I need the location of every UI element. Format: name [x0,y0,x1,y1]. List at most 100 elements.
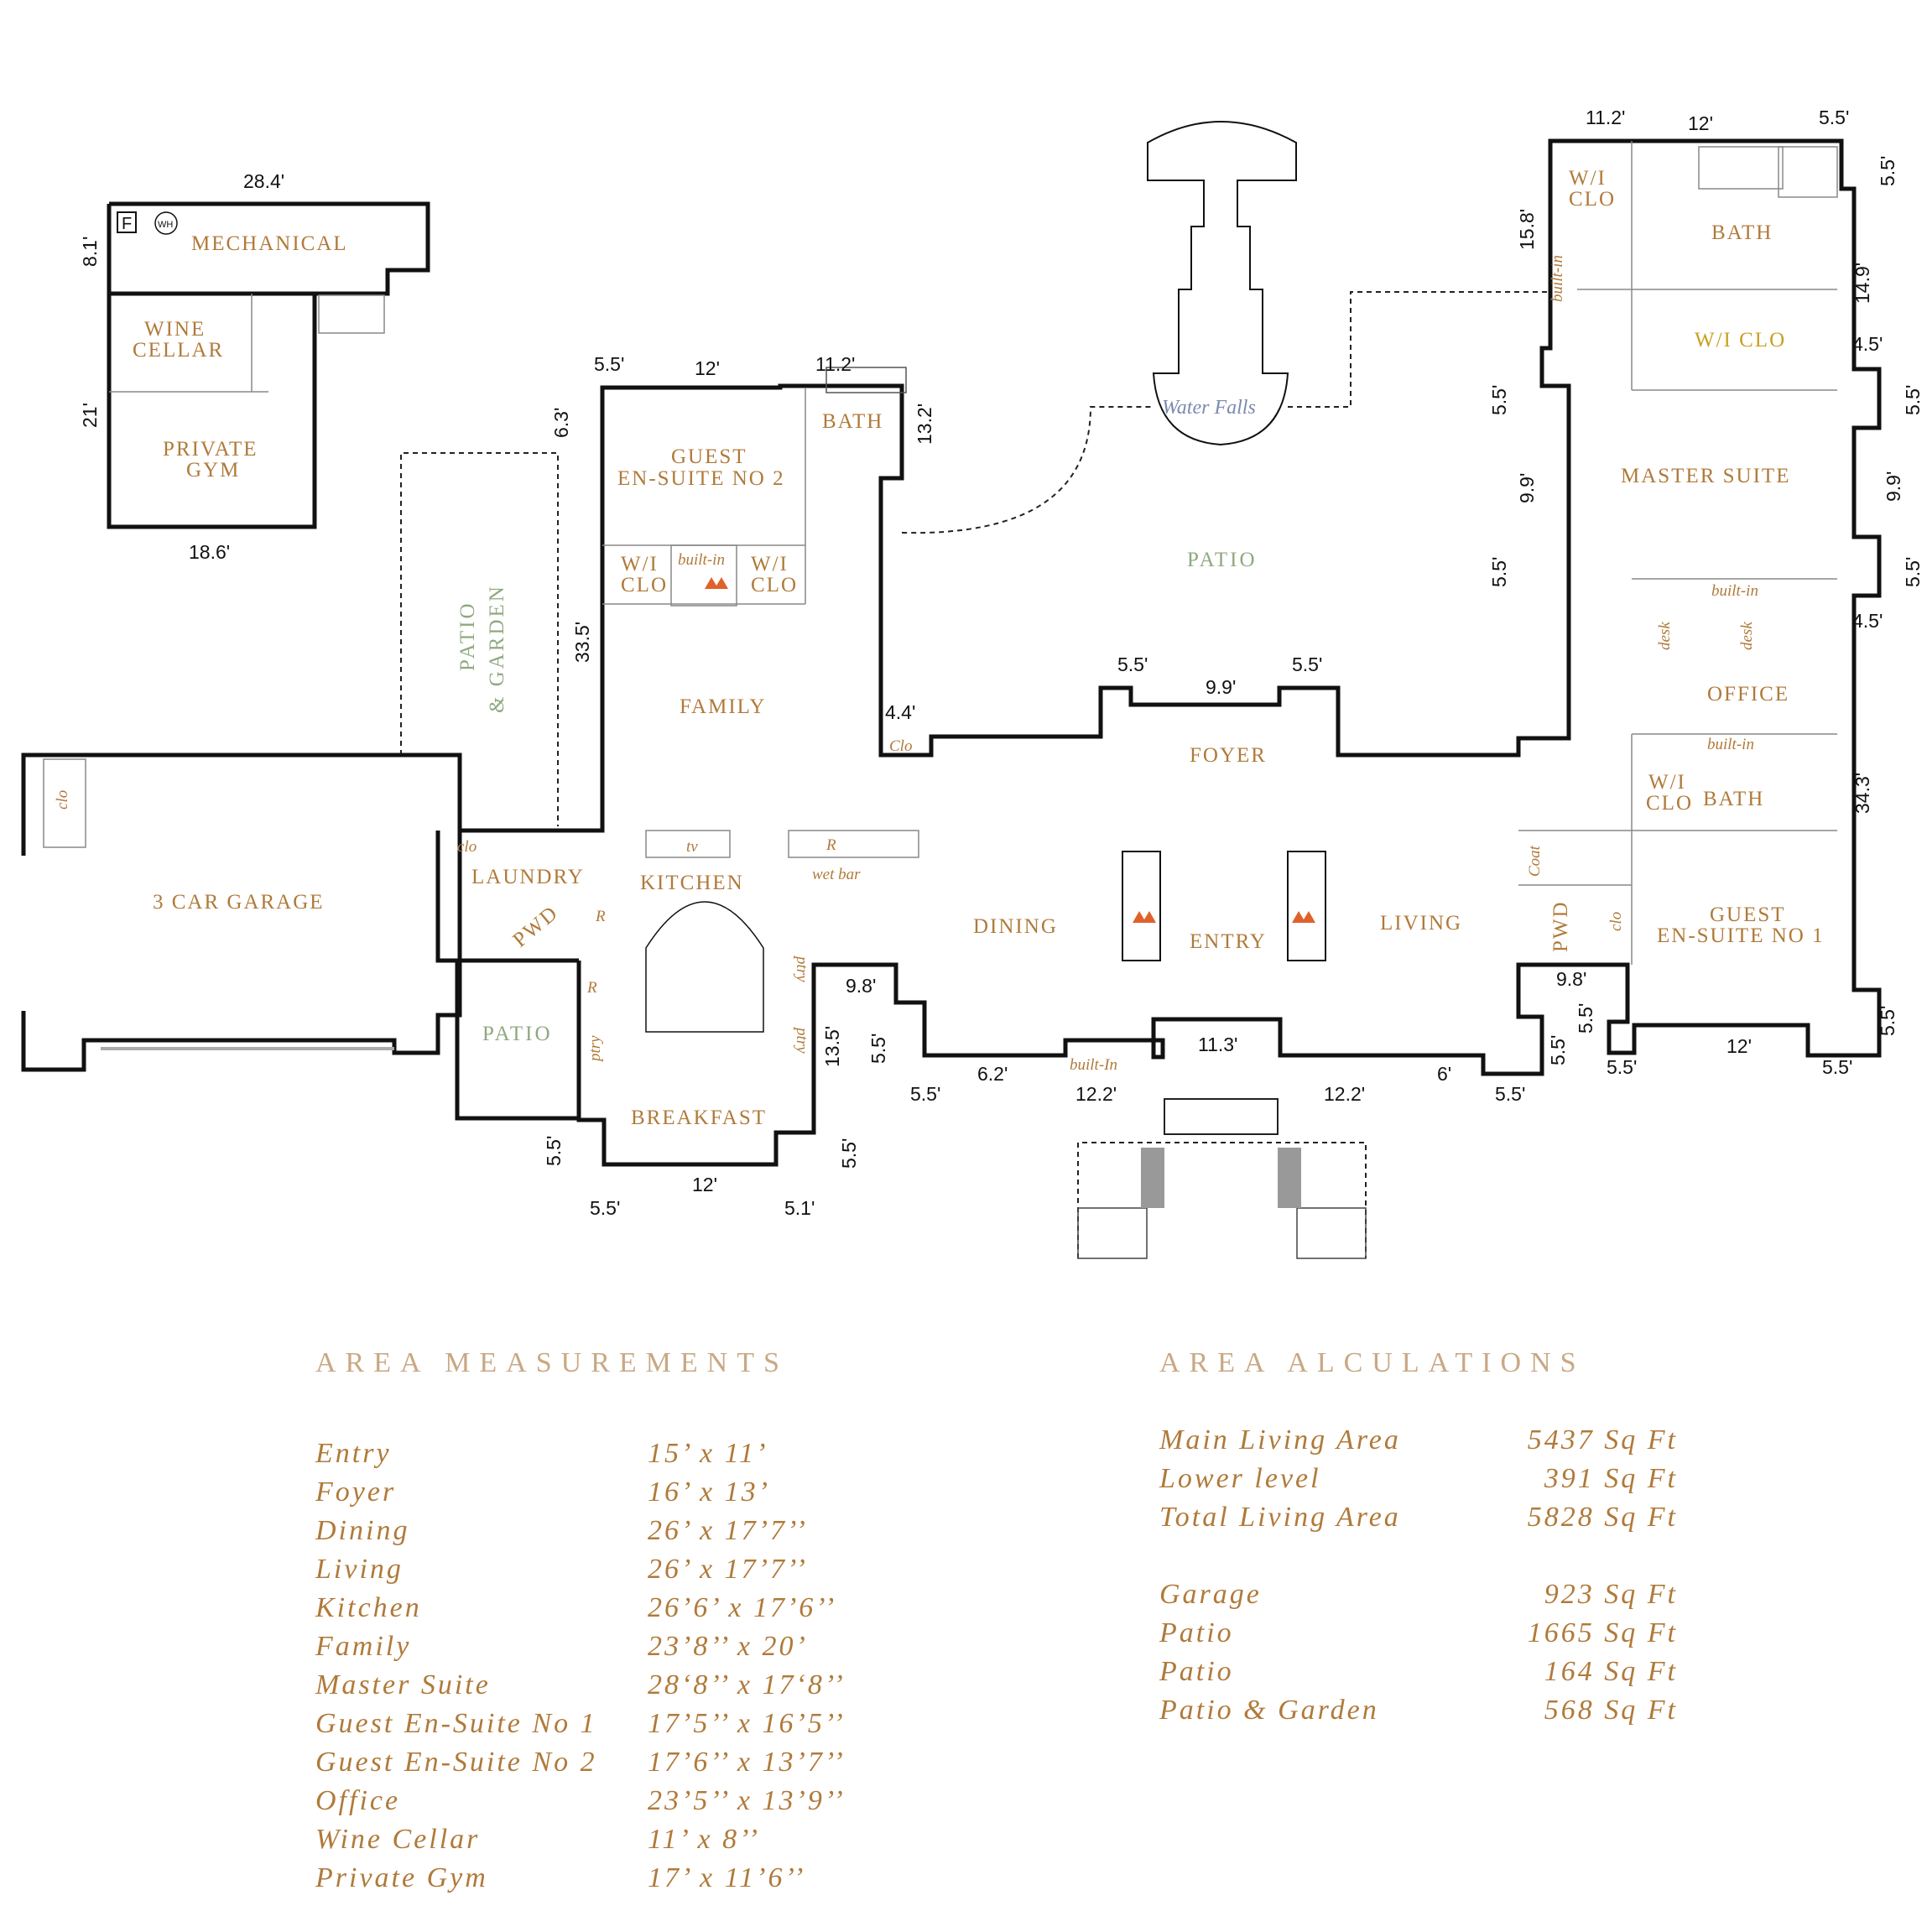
room-guest1-bath: BATH [1703,788,1764,810]
dim-5-5-foyer-right: 5.5' [1292,654,1322,675]
builtin-entry-label: built-In [1070,1056,1117,1074]
master-wi-clo-2: CLO [1569,188,1616,211]
dim-5-5-j: 5.5' [1902,557,1924,587]
room-private-gym-line2: GYM [186,459,240,482]
dim-11-2-b: 11.2' [1586,107,1625,128]
dim-33-5: 33.5' [571,622,593,663]
fridge-label-3: R [825,836,836,854]
calculation-name: Patio [1159,1617,1234,1648]
entry-stairs [1077,1098,1367,1259]
dim-8-1: 8.1' [79,237,101,267]
dim-9-9-right: 9.9' [1883,471,1904,502]
measurement-size: 17’ x 11’6’’ [648,1862,806,1893]
room-wi-clo-right-1: W/I [751,553,789,575]
measurement-name: Entry [315,1438,392,1469]
water-falls-label: Water Falls [1162,397,1256,419]
dim-5-5-e: 5.5' [1547,1035,1569,1065]
desk-label-2: desk [1738,622,1756,650]
main-house-walls [435,138,1882,1167]
wet-bar-label: wet bar [812,866,861,883]
dim-18-6: 18.6' [189,541,230,563]
dim-34-3: 34.3' [1851,773,1873,814]
dim-15-8: 15.8' [1516,209,1538,250]
calculation-name [1159,1537,1401,1575]
guest1-wi-clo-2: CLO [1646,792,1693,815]
measurements-sizes: 15’ x 11’ 16’ x 13’ 26’ x 17’7’’ 26’ x 1… [648,1435,846,1898]
measurement-size: 17’6’’ x 13’7’’ [648,1747,846,1778]
room-master-suite: MASTER SUITE [1621,465,1790,487]
room-patio-garden-line1: PATIO [456,601,479,671]
room-entry: ENTRY [1190,930,1267,953]
room-guest1-line1: GUEST [1710,904,1786,926]
measurement-size: 23’5’’ x 13’9’’ [648,1785,846,1816]
patio-garden-area [400,452,559,826]
calculation-value: 5437 Sq Ft [1527,1424,1678,1456]
measurement-name: Private Gym [315,1862,488,1893]
room-mechanical: MECHANICAL [191,232,348,255]
dim-5-5-l: 5.5' [1877,156,1898,186]
room-private-gym-line1: PRIVATE [163,438,258,461]
dim-5-5-q: 5.5' [590,1197,620,1219]
dim-5-5-h: 5.5' [1822,1056,1852,1078]
pantry-label-right-2: ptry [793,1026,810,1054]
measurement-name: Office [315,1785,401,1816]
measurement-name: Family [315,1631,412,1662]
dim-5-5-foyer-left: 5.5' [1117,654,1148,675]
area-calculations-heading: AREA ALCULATIONS [1159,1347,1586,1378]
room-wi-clo-left-1: W/I [621,553,659,575]
guest1-wi-clo-1: W/I [1648,771,1686,794]
dim-4-4: 4.4' [885,701,915,723]
room-guest1-line2: EN-SUITE NO 1 [1657,924,1825,947]
calculation-name: Garage [1159,1579,1262,1610]
room-master-bath: BATH [1711,221,1773,244]
measurement-size: 16’ x 13’ [648,1476,770,1508]
dim-9-9-left: 9.9' [1516,473,1538,503]
fireplace-icon [705,577,728,589]
room-wi-clo-left-2: CLO [621,574,668,596]
dim-5-5-a: 5.5' [594,353,624,375]
dim-12-a: 12' [695,357,720,379]
dim-21: 21' [79,403,101,428]
calculation-name: Patio & Garden [1159,1695,1379,1726]
floor-plan: F WH MECHANICAL WINE CELLAR PRIVATE GYM … [21,107,1924,1259]
calculations-values: 5437 Sq Ft 391 Sq Ft 5828 Sq Ft 923 Sq F… [1476,1421,1678,1730]
furnace-icon [117,211,137,233]
measurement-name: Foyer [315,1476,397,1508]
desk-label-1: desk [1656,622,1674,650]
dim-5-5-r: 5.5' [838,1138,860,1169]
room-guest2-line2: EN-SUITE NO 2 [617,467,785,490]
coat-label: Coat [1526,845,1544,877]
builtin-office-label: built-in [1711,582,1758,600]
room-wine-cellar-line1: WINE [144,318,206,341]
room-laundry: LAUNDRY [471,866,585,888]
room-master-wi-clo: W/I CLO [1695,329,1786,352]
calculation-value: 1665 Sq Ft [1527,1617,1678,1648]
fireplace-icon [1292,911,1315,923]
room-pwd-right: PWD [1549,900,1572,952]
dim-11-3: 11.3' [1198,1034,1237,1055]
pantry-label-right-1: ptry [793,955,810,982]
dim-12-2-right: 12.2' [1324,1083,1365,1105]
furnace-label: F [122,215,132,233]
measurement-size: 26’6’ x 17’6’’ [648,1592,837,1623]
garage-closet-label: clo [54,790,71,810]
fridge-label-1: R [595,908,606,925]
garage-block [21,752,462,1072]
laundry-closet-label: clo [457,838,477,856]
room-foyer: FOYER [1190,744,1267,767]
builtin-label-family: built-in [678,551,725,569]
room-guest2-bath: BATH [822,410,883,433]
dim-5-5-p: 5.5' [543,1136,565,1166]
measurements-names: Entry Foyer Dining Living Kitchen Family… [315,1435,597,1898]
dim-4-5-upper: 4.5' [1852,333,1883,355]
room-patio-main: PATIO [1187,549,1258,571]
dim-13-5: 13.5' [821,1026,843,1067]
dim-5-5-d: 5.5' [1495,1083,1525,1105]
measurement-name: Living [315,1554,404,1585]
lower-level: F WH [107,201,430,529]
measurement-name: Master Suite [315,1669,491,1700]
dim-12-d: 12' [692,1174,717,1195]
measurement-name: Kitchen [315,1592,422,1623]
measurement-name: Guest En-Suite No 2 [315,1747,597,1778]
room-wine-cellar-line2: CELLAR [133,339,224,362]
